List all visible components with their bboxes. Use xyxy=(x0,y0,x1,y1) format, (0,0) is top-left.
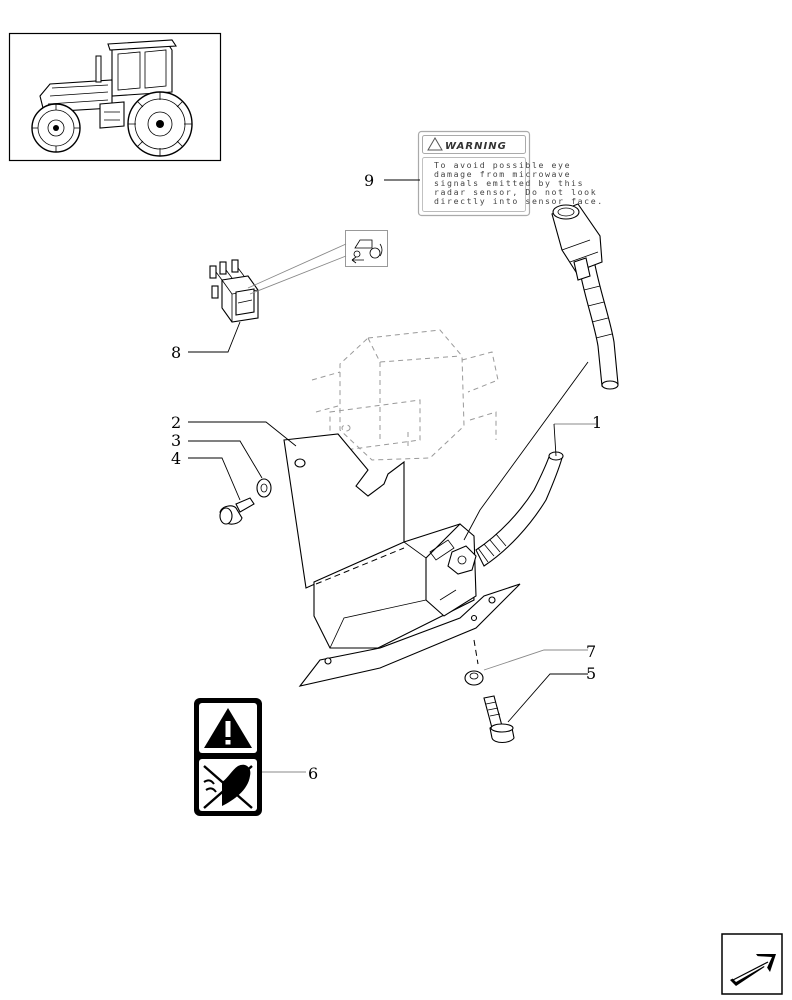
radar-sensor xyxy=(313,523,477,649)
warning-decal: WARNING To avoid possible eye damage fro… xyxy=(417,130,604,217)
next-page-button[interactable] xyxy=(721,933,783,995)
rocker-switch xyxy=(209,259,259,323)
washer-7 xyxy=(464,670,484,686)
sensor-harness xyxy=(475,203,619,567)
sensor-bracket xyxy=(283,433,521,687)
bolt-4 xyxy=(219,497,255,525)
warning-line-2: damage from microwave xyxy=(434,169,571,179)
callout-6: 6 xyxy=(308,764,318,783)
callout-labels: 9 8 2 3 4 1 7 5 6 xyxy=(171,171,602,783)
tractor-thumbnail xyxy=(8,32,222,162)
tractor-icon xyxy=(31,39,193,157)
no-eye-icon xyxy=(203,764,253,809)
callout-3: 3 xyxy=(171,431,181,450)
switch-symbol-box xyxy=(345,230,388,267)
axis-line xyxy=(473,639,479,665)
safety-decal xyxy=(194,698,262,816)
callout-2: 2 xyxy=(171,413,181,432)
tractor-speed-icon xyxy=(351,239,383,264)
callout-9: 9 xyxy=(364,171,374,190)
warning-line-4: radar sensor, Do not look xyxy=(434,187,597,197)
warning-title: WARNING xyxy=(445,141,507,152)
leader-lines xyxy=(188,179,596,773)
screw-5 xyxy=(483,695,515,744)
callout-4: 4 xyxy=(171,449,181,468)
washer-3 xyxy=(256,478,272,498)
warning-line-1: To avoid possible eye xyxy=(434,160,571,170)
warning-triangle-icon xyxy=(204,708,252,748)
callout-8: 8 xyxy=(171,343,181,362)
warning-line-5: directly into sensor face. xyxy=(434,196,604,206)
callout-5: 5 xyxy=(586,664,596,683)
next-page-arrow-icon xyxy=(730,954,776,986)
warning-line-3: signals emitted by this xyxy=(434,178,584,188)
warning-triangle-small-icon xyxy=(427,137,443,151)
callout-1: 1 xyxy=(592,413,602,432)
callout-7: 7 xyxy=(586,642,596,661)
